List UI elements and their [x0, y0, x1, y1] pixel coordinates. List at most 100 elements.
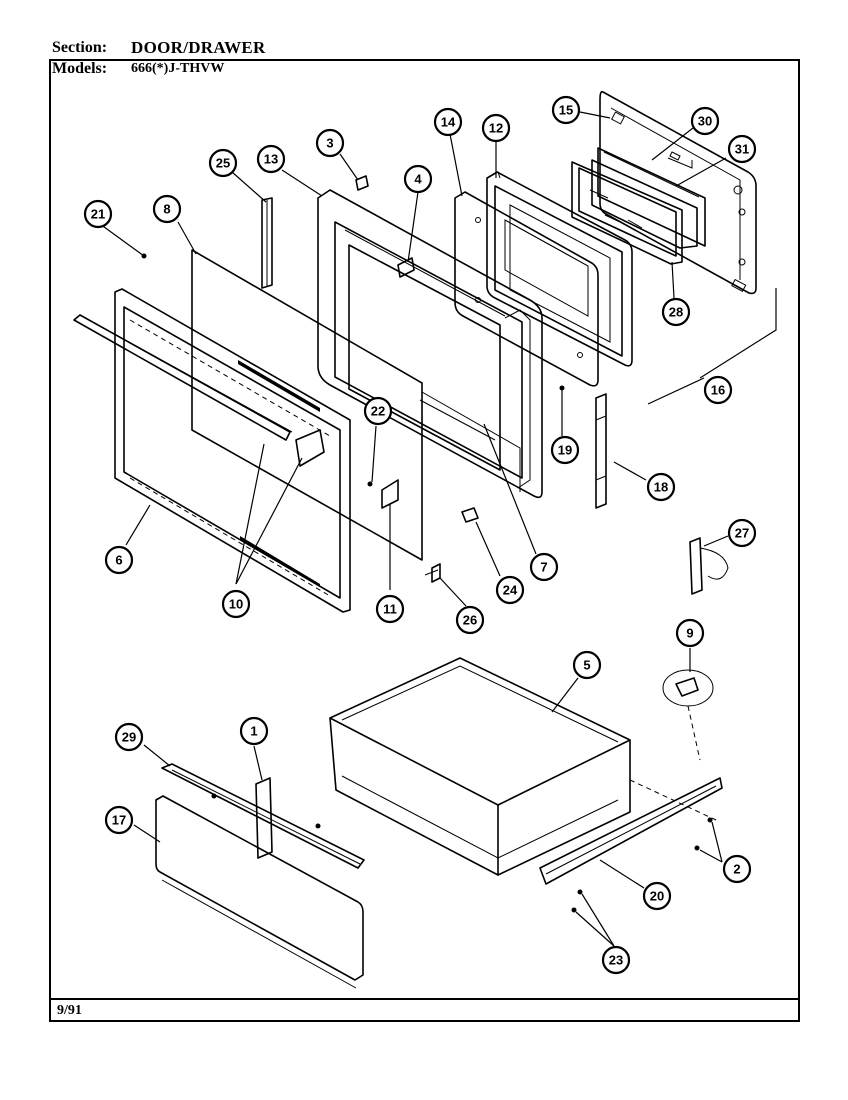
callout-1: 1	[239, 716, 269, 746]
callout-5: 5	[572, 650, 602, 680]
part-25-side-trim	[261, 197, 273, 289]
svg-text:1: 1	[250, 724, 257, 739]
callout-7: 7	[529, 552, 559, 582]
part-11-label	[381, 479, 399, 509]
date-code: 9/91	[57, 1003, 82, 1018]
callout-15: 15	[551, 95, 581, 125]
callout-26: 26	[455, 605, 485, 635]
callout-6: 6	[104, 545, 134, 575]
part-28-inner-glass-frame	[571, 161, 683, 265]
screw-22	[367, 481, 373, 487]
svg-text:21: 21	[91, 207, 105, 222]
part-10-handle	[73, 314, 325, 467]
screw-23b	[571, 907, 577, 913]
callout-23: 23	[601, 945, 631, 975]
screw-2a	[707, 817, 713, 823]
svg-text:3: 3	[326, 136, 333, 151]
callout-21: 21	[83, 199, 113, 229]
diagram-frame	[49, 59, 800, 1022]
part-14-door-liner	[454, 191, 599, 387]
svg-text:28: 28	[669, 305, 683, 320]
screws	[141, 253, 713, 913]
svg-text:24: 24	[503, 583, 518, 598]
svg-text:17: 17	[112, 813, 126, 828]
svg-text:29: 29	[122, 730, 136, 745]
svg-text:6: 6	[115, 553, 122, 568]
callout-31: 31	[727, 134, 757, 164]
callout-8: 8	[152, 194, 182, 224]
svg-text:9: 9	[686, 626, 693, 641]
part-4-clip	[397, 257, 415, 278]
part-31-glass	[591, 159, 698, 249]
part-6-outer-door-panel	[114, 288, 351, 613]
leader-lines	[99, 111, 777, 947]
callout-30: 30	[690, 106, 720, 136]
svg-text:14: 14	[441, 115, 456, 130]
part-13-door-inner-frame	[317, 189, 543, 499]
svg-text:30: 30	[698, 114, 712, 129]
callout-13: 13	[256, 144, 286, 174]
callout-27: 27	[727, 518, 757, 548]
svg-text:22: 22	[371, 404, 385, 419]
svg-text:20: 20	[650, 889, 664, 904]
callout-11: 11	[375, 594, 405, 624]
callout-19: 19	[550, 435, 580, 465]
svg-text:8: 8	[163, 202, 170, 217]
part-15-door-back-panel	[599, 90, 757, 295]
part-9-roller	[662, 669, 714, 761]
svg-text:2: 2	[733, 862, 740, 877]
part-30-glass-pack	[597, 147, 706, 247]
svg-text:7: 7	[540, 560, 547, 575]
footer-divider	[49, 998, 800, 1000]
svg-text:18: 18	[654, 480, 668, 495]
callout-12: 12	[481, 113, 511, 143]
callout-28: 28	[661, 297, 691, 327]
callout-22: 22	[363, 396, 393, 426]
callout-18: 18	[646, 472, 676, 502]
svg-text:26: 26	[463, 613, 477, 628]
svg-text:12: 12	[489, 121, 503, 136]
part-12-door-frame	[486, 171, 633, 367]
part-3-clip	[355, 175, 369, 191]
part-8-insulation	[191, 249, 423, 561]
callout-2: 2	[722, 854, 752, 884]
svg-text:23: 23	[609, 953, 623, 968]
svg-text:16: 16	[711, 383, 725, 398]
screw-29a	[211, 793, 217, 799]
svg-text:5: 5	[583, 658, 590, 673]
part-1-center-brace	[255, 777, 273, 859]
part-5-drawer-body	[329, 657, 631, 876]
callout-14: 14	[433, 107, 463, 137]
screw-2b	[694, 845, 700, 851]
callout-9: 9	[675, 618, 705, 648]
screw-19	[559, 385, 565, 391]
part-20-drawer-slide	[539, 777, 723, 885]
svg-text:15: 15	[559, 103, 573, 118]
models-label: Models:	[52, 60, 108, 77]
part-27-hinge	[689, 537, 729, 595]
svg-text:4: 4	[414, 172, 422, 187]
callout-17: 17	[104, 805, 134, 835]
callout-4: 4	[403, 164, 433, 194]
svg-text:11: 11	[383, 602, 397, 617]
svg-text:10: 10	[229, 597, 243, 612]
screw-29b	[315, 823, 321, 829]
callout-25: 25	[208, 148, 238, 178]
part-26-bracket	[424, 563, 441, 583]
callout-20: 20	[642, 881, 672, 911]
part-18-hinge-receiver	[595, 393, 607, 509]
section-value: DOOR/DRAWER	[131, 38, 266, 57]
models-value: 666(*)J-THVW	[131, 61, 225, 76]
part-24-bumper	[461, 507, 479, 523]
svg-text:19: 19	[558, 443, 572, 458]
callout-29: 29	[114, 722, 144, 752]
svg-text:31: 31	[735, 142, 749, 157]
svg-text:27: 27	[735, 526, 749, 541]
screw-23a	[577, 889, 583, 895]
callout-16: 16	[703, 375, 733, 405]
part-29-front-bracket	[161, 763, 365, 869]
svg-text:25: 25	[216, 156, 230, 171]
svg-text:13: 13	[264, 152, 278, 167]
callout-24: 24	[495, 575, 525, 605]
callout-10: 10	[221, 589, 251, 619]
